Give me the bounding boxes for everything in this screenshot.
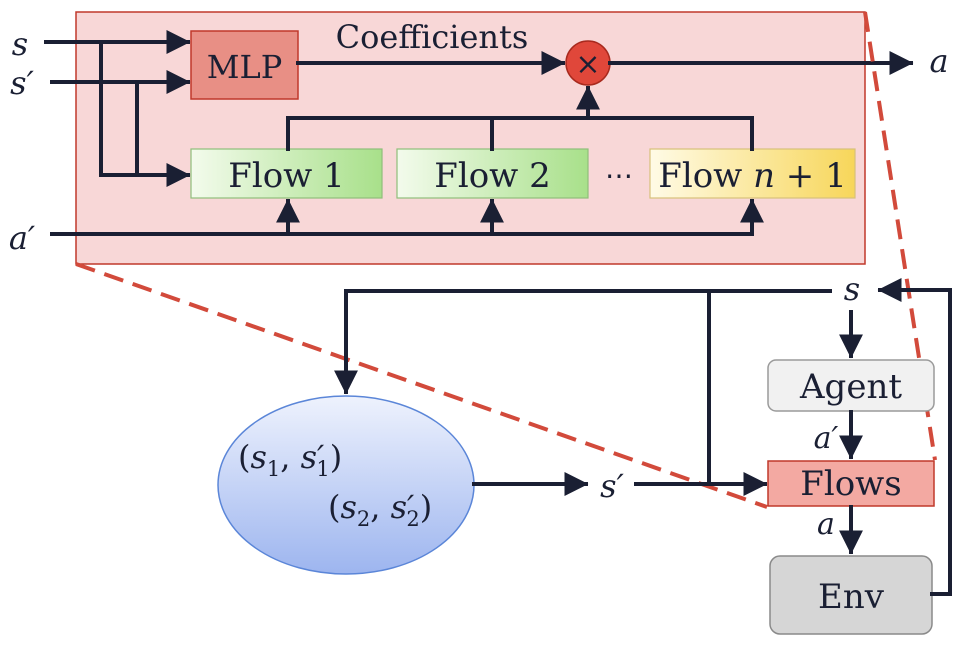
loop-state-s-label: s bbox=[844, 270, 860, 308]
line-s-to-flow bbox=[99, 40, 191, 187]
flow-ellipsis: ⋯ bbox=[605, 159, 633, 192]
flow-2-box[interactable] bbox=[396, 148, 589, 199]
mlp-label: MLP bbox=[207, 48, 283, 86]
loop-action-a-prime-label: a′ bbox=[814, 421, 839, 456]
flow-output-bus bbox=[286, 116, 754, 151]
input-s-label: s bbox=[12, 25, 28, 63]
dataset-ellipse[interactable] bbox=[217, 395, 475, 575]
flow-1-box[interactable] bbox=[190, 148, 383, 199]
loop-action-a-label: a bbox=[817, 507, 835, 542]
loop-wiring bbox=[334, 278, 952, 596]
flow-1-label: Flow 1 bbox=[228, 156, 344, 196]
multiply-symbol: × bbox=[575, 47, 600, 82]
arrow-env-to-s bbox=[877, 278, 952, 596]
flows-label: Flows bbox=[800, 464, 902, 504]
mlp-box[interactable] bbox=[190, 30, 299, 100]
zoom-panel-wiring bbox=[44, 30, 914, 236]
dataset: (s1, s′1) (s2, s′2) bbox=[217, 395, 475, 575]
env-label: Env bbox=[818, 577, 885, 617]
agent-label: Agent bbox=[799, 367, 902, 407]
input-s-prime-label: s′ bbox=[10, 64, 34, 102]
flow-n-plus-1-label: Flow n + 1 bbox=[658, 156, 847, 196]
zoom-connector-left bbox=[75, 262, 768, 509]
dataset-pair-2: (s2, s′2) bbox=[328, 488, 432, 531]
flows-box[interactable] bbox=[767, 460, 935, 507]
dataset-pair-1: (s1, s′1) bbox=[238, 438, 342, 481]
agent-env-loop: Agent Flows Env s a′ a s′ bbox=[334, 270, 952, 635]
flow-n-plus-1-box[interactable] bbox=[649, 148, 856, 199]
flow-2-label: Flow 2 bbox=[434, 156, 550, 196]
input-a-prime-label: a′ bbox=[9, 219, 36, 257]
zoom-panel: MLP Coefficients × Flow 1 Flow 2 ⋯ Flow … bbox=[9, 11, 949, 265]
goal-s-prime-label: s′ bbox=[600, 467, 624, 505]
output-a-label: a bbox=[929, 42, 948, 80]
coefficients-label: Coefficients bbox=[336, 18, 529, 56]
arrow-s-to-dataset bbox=[334, 289, 832, 395]
